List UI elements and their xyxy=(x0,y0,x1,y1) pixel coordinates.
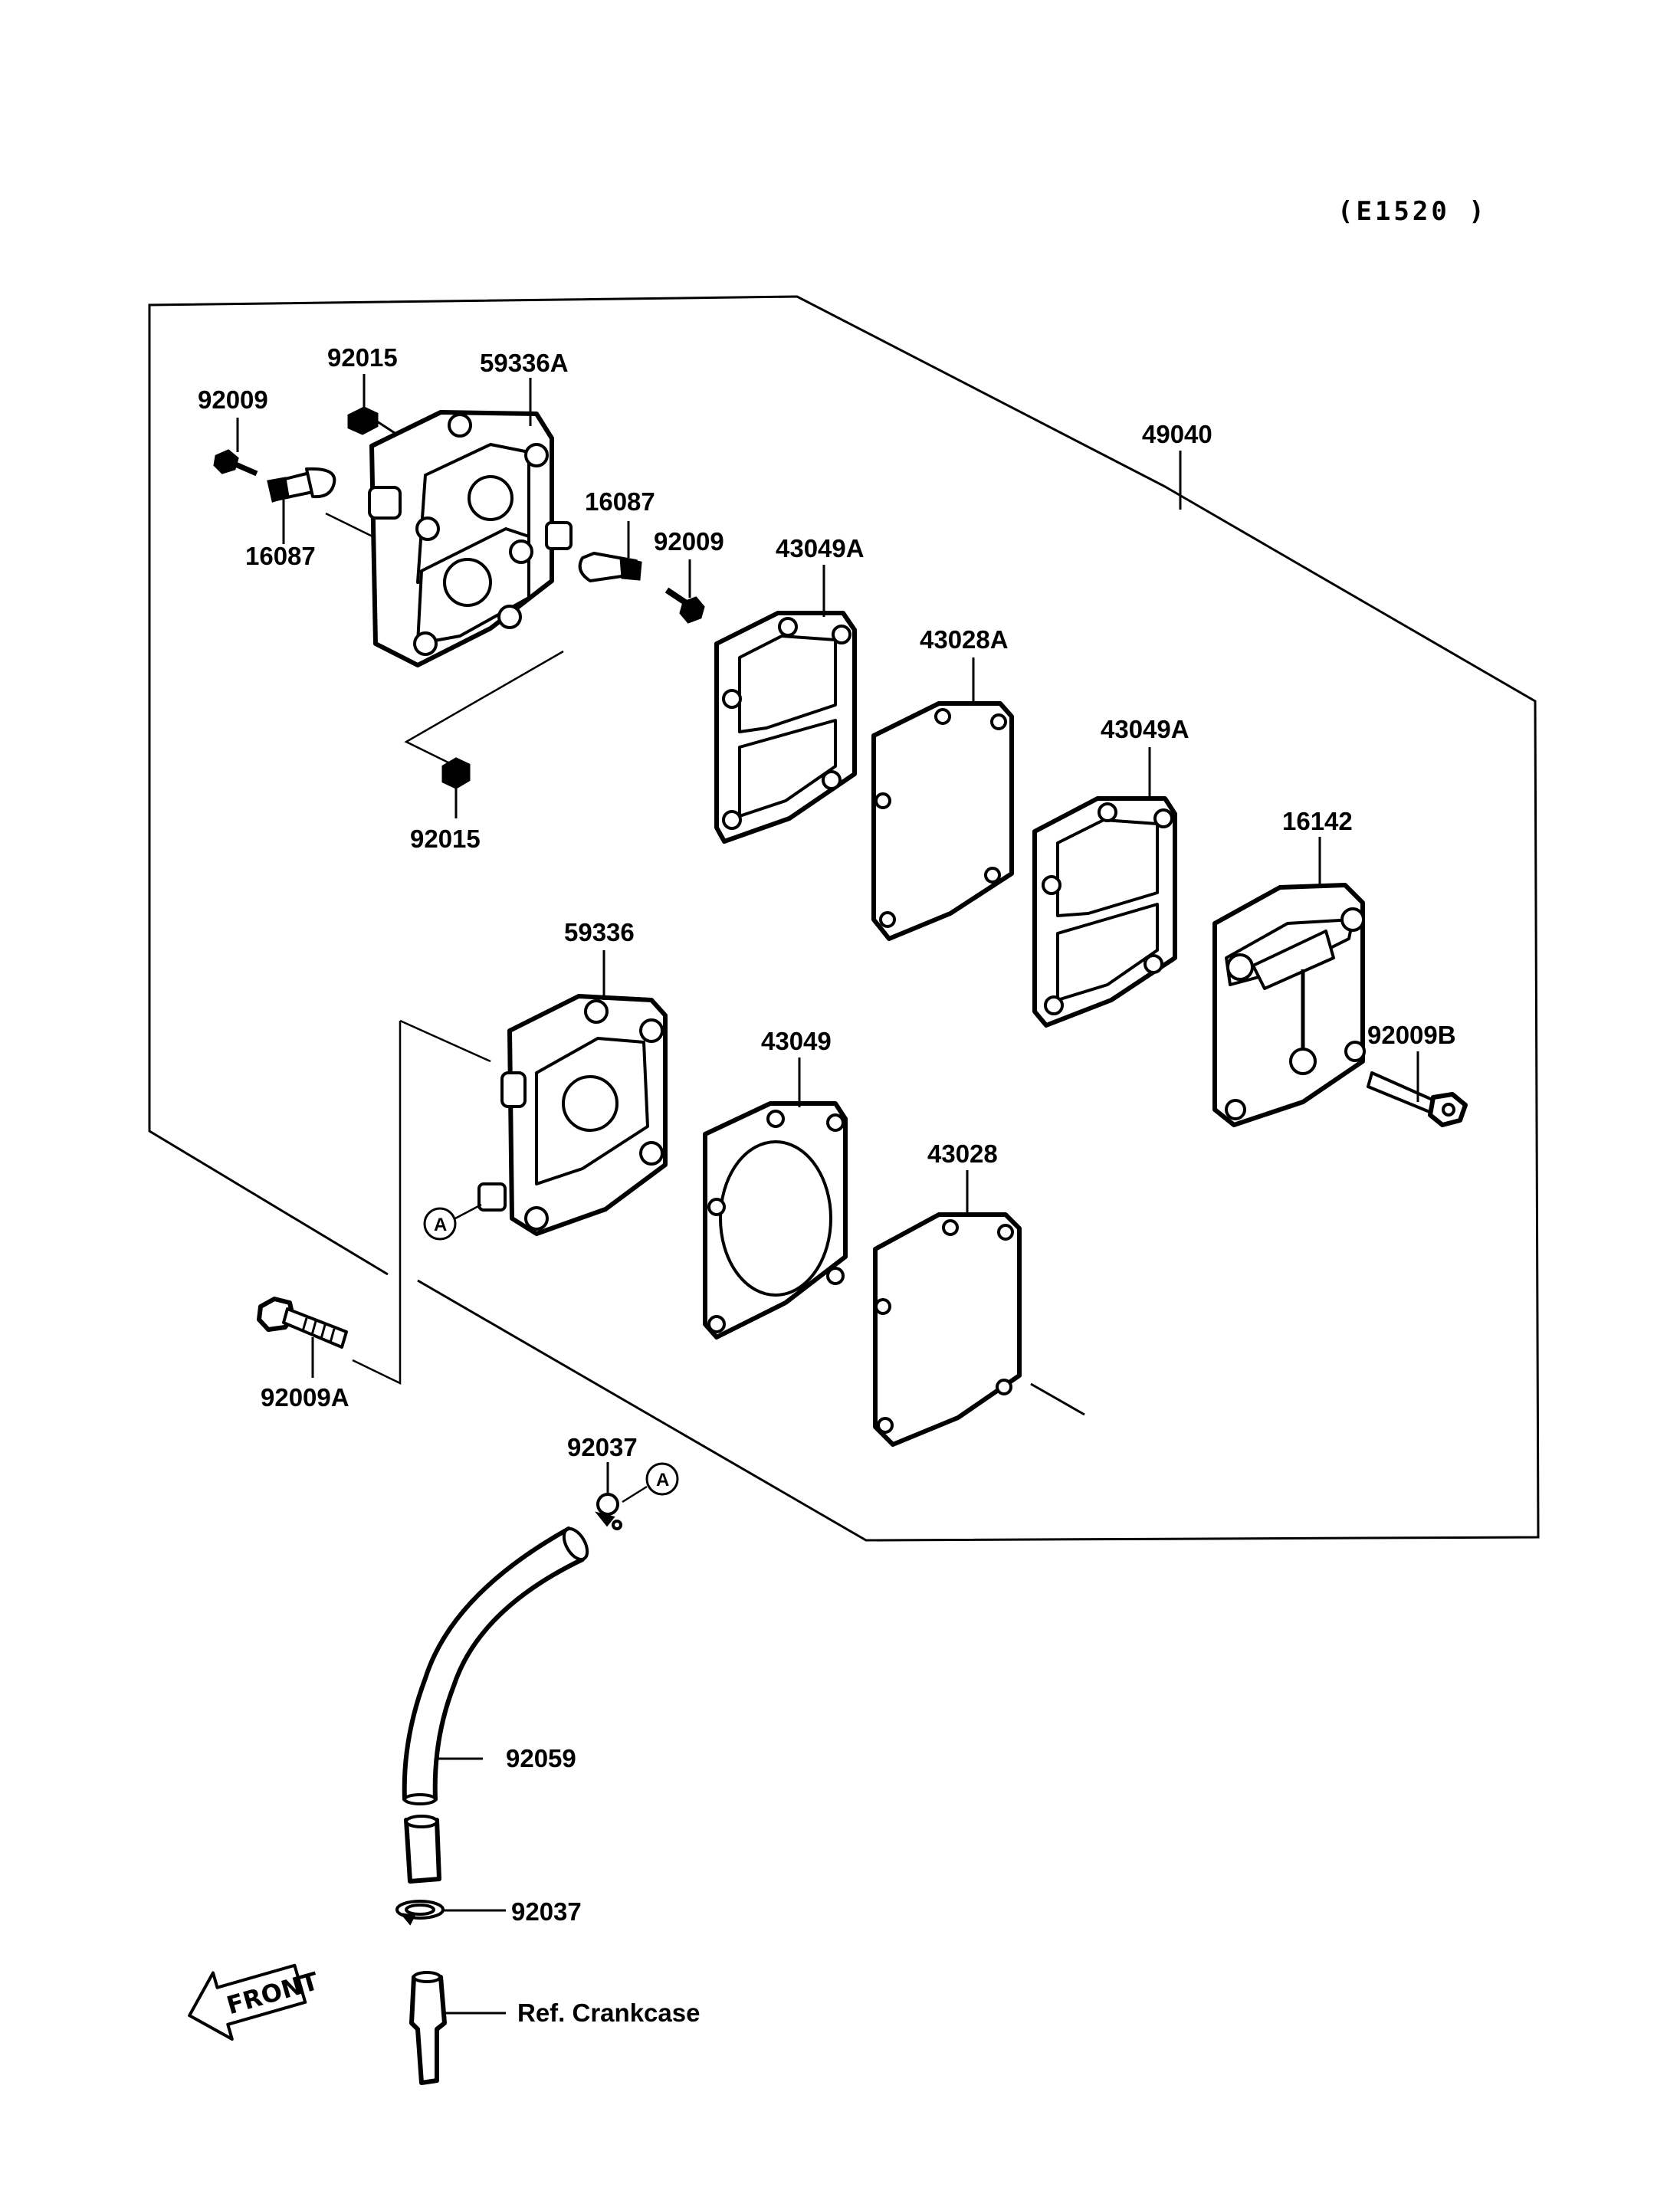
label-43028: 43028 xyxy=(927,1139,998,1168)
marker-a-right: A xyxy=(645,1462,679,1496)
link-bolt-92009A xyxy=(352,1021,402,1385)
label-16087-left: 16087 xyxy=(245,542,316,570)
front-arrow: FRONT xyxy=(188,1963,322,2041)
nut-92015-top xyxy=(347,406,379,435)
label-92009-right: 92009 xyxy=(654,527,724,556)
assembly-boundary xyxy=(148,295,1540,1542)
marker-a-left: A xyxy=(423,1207,457,1241)
label-92015-bottom: 92015 xyxy=(410,825,481,853)
link-bolt-body xyxy=(399,1019,491,1063)
label-92037-top: 92037 xyxy=(567,1433,638,1461)
label-92009B: 92009B xyxy=(1367,1021,1456,1049)
label-16087-right: 16087 xyxy=(585,487,655,516)
pump-cover-59336A xyxy=(368,410,573,667)
gasket-43049 xyxy=(703,1101,848,1340)
label-43049: 43049 xyxy=(761,1027,832,1055)
link-cover-nut xyxy=(404,650,564,768)
label-92009-left: 92009 xyxy=(198,385,268,414)
clamp-92037-bottom xyxy=(395,1900,445,1926)
pump-body-59336 xyxy=(477,994,668,1236)
label-92009A: 92009A xyxy=(261,1383,349,1412)
label-59336A: 59336A xyxy=(480,349,569,377)
hose-92059 xyxy=(402,1526,589,1805)
diaphragm-43028 xyxy=(873,1212,1022,1447)
crankcase-nipple xyxy=(409,1971,447,2085)
assembly-boundary-gap xyxy=(1030,1382,1085,1416)
link-a-right xyxy=(622,1485,648,1503)
leader-92015-top-2 xyxy=(376,420,395,434)
marker-a-left-text: A xyxy=(434,1215,447,1235)
fitting-16087-right xyxy=(578,552,642,582)
label-16142: 16142 xyxy=(1282,807,1353,835)
label-92015-top: 92015 xyxy=(327,343,398,372)
bolt-92009A xyxy=(257,1297,348,1349)
hose-stub xyxy=(404,1815,441,1884)
label-92037-bottom: 92037 xyxy=(511,1897,582,1926)
valve-plate-16142 xyxy=(1212,883,1366,1127)
clamp-92037-top xyxy=(595,1493,622,1530)
marker-a-right-text: A xyxy=(656,1470,669,1490)
gasket-43049A-2 xyxy=(1032,796,1177,1028)
fitting-16087-left xyxy=(267,467,336,503)
label-ref-crankcase: Ref. Crankcase xyxy=(517,1999,700,2027)
label-43028A: 43028A xyxy=(920,625,1009,654)
label-59336: 59336 xyxy=(564,918,635,946)
label-49040: 49040 xyxy=(1142,420,1212,448)
gasket-43049A-1 xyxy=(714,611,857,844)
label-43049A-2: 43049A xyxy=(1101,715,1189,743)
nut-92015-bottom xyxy=(441,757,471,789)
label-92059: 92059 xyxy=(506,1744,576,1772)
label-43049A-1: 43049A xyxy=(776,534,865,562)
link-a-left xyxy=(454,1203,482,1220)
diagram-code: (E1520 ) xyxy=(1337,196,1488,227)
screw-92009-right xyxy=(664,587,705,624)
diaphragm-43028A xyxy=(871,701,1014,941)
link-cover-left xyxy=(325,512,373,538)
screw-92009-left xyxy=(213,449,258,477)
